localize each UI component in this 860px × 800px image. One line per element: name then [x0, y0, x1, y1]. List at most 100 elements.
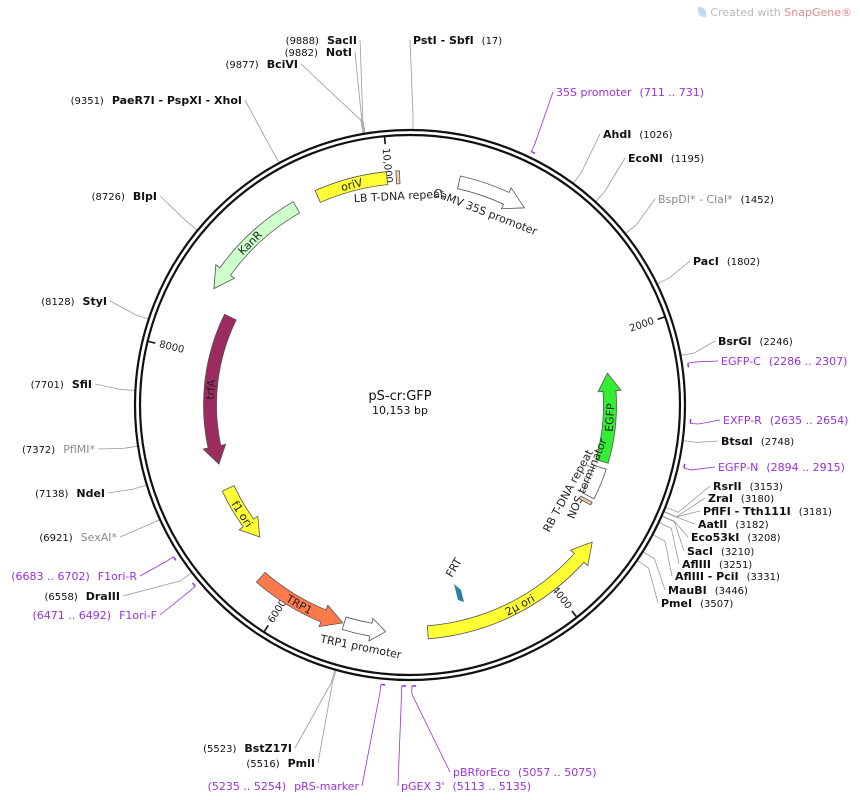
site-leader-line [244, 99, 280, 164]
feature-trfa[interactable] [202, 313, 237, 465]
site-zrai[interactable]: ZraI(3180) [708, 492, 774, 505]
site-psti-sbfi[interactable]: PstI - SbfI(17) [413, 34, 502, 47]
site-pmei[interactable]: PmeI(3507) [661, 597, 733, 610]
site-blpi[interactable]: BlpI(8726) [92, 190, 157, 203]
site-name: NdeI [76, 487, 105, 500]
feature-nos-terminator[interactable] [581, 464, 607, 500]
site-ahdi[interactable]: AhdI(1026) [603, 128, 673, 141]
brand-mark: ® [841, 6, 852, 19]
site-leader-line [109, 300, 149, 320]
site-rsrii[interactable]: RsrII(3153) [713, 480, 783, 493]
tick-mark [657, 315, 666, 321]
site-styi[interactable]: StyI(8128) [41, 295, 107, 308]
site-leader-line [636, 559, 659, 604]
site-position: (7701) [31, 380, 64, 391]
primer-range: (5057 .. 5075) [518, 766, 597, 779]
site-sacii[interactable]: SacII (9888) [286, 34, 357, 47]
site-noti[interactable]: NotI(9882) [285, 46, 352, 59]
primer-egfp-c[interactable]: EGFP-C(2286 .. 2307) [721, 355, 847, 368]
primer-35s-promoter[interactable]: 35S promoter(711 .. 731) [556, 86, 704, 99]
primer-f1ori-f-mark[interactable] [191, 582, 196, 587]
primer-pbrforeco[interactable]: pBRforEco(5057 .. 5075) [453, 766, 597, 779]
site-aatii[interactable]: AatII(3182) [698, 518, 769, 531]
primer-range: (711 .. 731) [640, 86, 705, 99]
site-name: DraIII [86, 590, 120, 603]
feature-f1-ori[interactable] [221, 485, 261, 538]
feature-trp1-promoter[interactable] [341, 616, 387, 642]
site-position: (3180) [741, 494, 774, 505]
primer-labels: 35S promoter(711 .. 731) EGFP-C(2286 .. 2… [11, 86, 848, 793]
feature-rb-t-dna-repeat[interactable] [578, 495, 593, 506]
primer-range: (2894 .. 2915) [766, 461, 845, 474]
site-leader-line [409, 39, 414, 131]
feature-oriv-label: oriV [340, 176, 365, 194]
primer-pgex-3-leader [397, 685, 403, 787]
site-leader-line [658, 522, 680, 565]
site-name: MauBI [668, 584, 707, 597]
site-name: BsrGI [718, 335, 751, 348]
site-sfii[interactable]: SfiI (7701) [31, 378, 92, 391]
site-afliii[interactable]: AflIII(3251) [682, 558, 752, 571]
feature-kanr[interactable] [213, 201, 301, 290]
primer-f1ori-r[interactable]: F1ori-R(6683 .. 6702) [11, 570, 137, 583]
site-draiii[interactable]: DraIII(6558) [44, 590, 120, 603]
primer-egfp-n-mark[interactable] [683, 463, 686, 469]
feature-trp1[interactable] [255, 571, 344, 628]
site-pmli[interactable]: PmlI(5516) [246, 757, 315, 770]
site-leader-line [317, 669, 337, 764]
feature-oriv[interactable] [314, 171, 389, 203]
primer-egfp-c-mark[interactable] [687, 363, 690, 368]
primer-pgex-3[interactable]: pGEX 3'(5113 .. 5135) [401, 780, 531, 793]
site-leader-line [294, 669, 336, 749]
site-position: (9888) [286, 36, 319, 47]
site-position: (3446) [715, 586, 748, 597]
site-paer7i-pspxi-xhoi[interactable]: PaeR7I - PspXI - XhoI(9351) [71, 94, 242, 107]
site-name: SacII [327, 34, 357, 47]
site-bcivi[interactable]: BciVI(9877) [225, 58, 298, 71]
site-leader-line [359, 39, 366, 134]
site-bstz17i[interactable]: BstZ17I(5523) [203, 742, 292, 755]
site-position: (17) [482, 36, 503, 47]
site-position: (7138) [35, 489, 68, 500]
frt-label[interactable]: FRT [443, 556, 464, 580]
feature-2-ori[interactable] [426, 541, 593, 640]
site-labels: PstI - SbfI(17) AhdI(1026) EcoNI(1195) BspD… [22, 34, 832, 770]
site-bspdi-clai[interactable]: BspDI* - ClaI*(1452) [658, 193, 774, 206]
feature-trfa-label: trfA [204, 378, 219, 400]
site-leader-line [624, 198, 656, 235]
site-paci[interactable]: PacI(1802) [693, 255, 760, 268]
site-econi[interactable]: EcoNI(1195) [628, 152, 704, 165]
primer-range: (5235 .. 5254) [208, 780, 287, 793]
site-afliii-pcii[interactable]: AflIII - PciI(3331) [675, 570, 780, 583]
primer-name: pRS-marker [294, 780, 359, 793]
site-bsrgi[interactable]: BsrGI(2246) [718, 335, 793, 348]
feature-lb-t-dna-repeat[interactable] [395, 170, 401, 185]
site-pflfi-tth111i[interactable]: PflFI - Tth111I(3181) [703, 505, 832, 518]
feature-egfp[interactable] [595, 372, 622, 464]
primer-egfp-n[interactable]: EGFP-N(2894 .. 2915) [718, 461, 845, 474]
frt-arrow-icon[interactable] [454, 584, 464, 602]
primer-exfp-r[interactable]: EXFP-R(2635 .. 2654) [723, 414, 848, 427]
site-name: BtsαI [721, 435, 753, 448]
site-bts-i[interactable]: BtsαI(2748) [721, 435, 794, 448]
site-leader-line [107, 484, 147, 494]
site-sexai[interactable]: SexAI*(6921) [39, 531, 117, 544]
site-name: SfiI [72, 378, 92, 391]
primer-prs-marker-leader [361, 684, 382, 787]
site-maubi[interactable]: MauBI (3446) [668, 584, 748, 597]
primer-35s-promoter-mark[interactable] [530, 150, 536, 155]
site-leader-line [159, 195, 198, 231]
site-pflmi[interactable]: PflMI*(7372) [22, 443, 96, 456]
site-position: (6921) [39, 533, 72, 544]
site-ndei[interactable]: NdeI (7138) [35, 487, 105, 500]
site-name: AflIII [682, 558, 711, 571]
primer-f1ori-f[interactable]: F1ori-F(6471 .. 6492) [33, 609, 158, 622]
site-saci[interactable]: SacI(3210) [687, 545, 754, 558]
feature-camv-35s-promoter[interactable] [457, 175, 526, 210]
primer-f1ori-r-mark[interactable] [172, 556, 177, 561]
feature-f1-ori-label: f1 ori [229, 499, 256, 530]
primer-prs-marker[interactable]: pRS-marker (5235 .. 5254) [208, 780, 360, 793]
tick-mark [383, 136, 387, 145]
primer-name: pGEX 3' [401, 780, 445, 793]
site-eco53ki[interactable]: Eco53kI(3208) [691, 531, 781, 544]
